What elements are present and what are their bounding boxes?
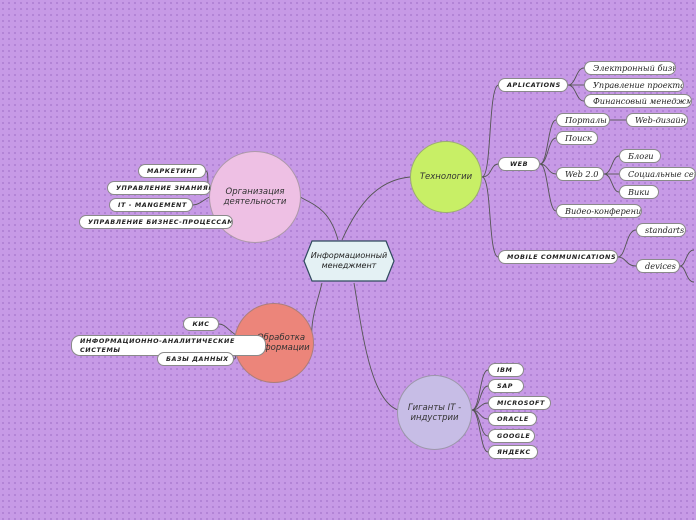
subtopic-applications[interactable]: Aplications	[498, 78, 568, 92]
company-oracle[interactable]: Oracle	[488, 412, 537, 426]
item-video-conferences[interactable]: Видео-конференции	[556, 204, 642, 218]
company-ibm[interactable]: IBM	[488, 363, 524, 377]
subtopic-marketing[interactable]: маркетинг	[138, 164, 206, 178]
central-topic-label: Информационный менеджмент	[310, 251, 388, 270]
topic-technologies-label: Технологии	[419, 172, 473, 182]
item-portals[interactable]: Порталы	[556, 113, 610, 127]
item-standarts[interactable]: standarts	[636, 223, 686, 237]
topic-it-giants[interactable]: Гиганты IT - индустрии	[397, 375, 472, 450]
item-wiki[interactable]: Вики	[619, 185, 659, 199]
topic-information-processing-label: Обработка информации	[252, 333, 310, 353]
item-web-design[interactable]: Web-дизайн	[626, 113, 688, 127]
company-microsoft[interactable]: Microsoft	[488, 396, 551, 410]
item-blogs[interactable]: Блоги	[619, 149, 661, 163]
item-electronic-business[interactable]: Электронный бизнес	[584, 61, 676, 75]
item-web20[interactable]: Web 2.0	[556, 167, 604, 181]
subtopic-databases[interactable]: базы данных	[157, 352, 234, 366]
item-social-networks[interactable]: Социальные сети	[619, 167, 696, 181]
topic-technologies[interactable]: Технологии	[410, 141, 482, 213]
subtopic-it-management[interactable]: IT - MANGEMENT	[109, 198, 193, 212]
item-devices[interactable]: devices	[636, 259, 680, 273]
item-search[interactable]: Поиск	[556, 131, 598, 145]
company-google[interactable]: Google	[488, 429, 535, 443]
subtopic-mobile-communications[interactable]: mobile communications	[498, 250, 618, 264]
topic-organization-label: Организация деятельности	[223, 187, 287, 207]
subtopic-kis[interactable]: кис	[183, 317, 219, 331]
item-financial-management[interactable]: Финансовый менеджмент	[584, 94, 692, 108]
hexagon-shape	[303, 240, 395, 282]
company-yandex[interactable]: Яндекс	[488, 445, 538, 459]
item-project-management[interactable]: Управление проектами	[584, 78, 684, 92]
subtopic-business-process-management[interactable]: управление бизнес-процессами	[79, 215, 233, 229]
central-topic[interactable]: Информационный менеджмент	[298, 240, 400, 282]
topic-organization[interactable]: Организация деятельности	[209, 151, 301, 243]
topic-it-giants-label: Гиганты IT - индустрии	[407, 402, 462, 423]
company-sap[interactable]: SAP	[488, 379, 524, 393]
subtopic-web[interactable]: Web	[498, 157, 540, 171]
subtopic-knowledge-management[interactable]: управление знаниями	[107, 181, 211, 195]
